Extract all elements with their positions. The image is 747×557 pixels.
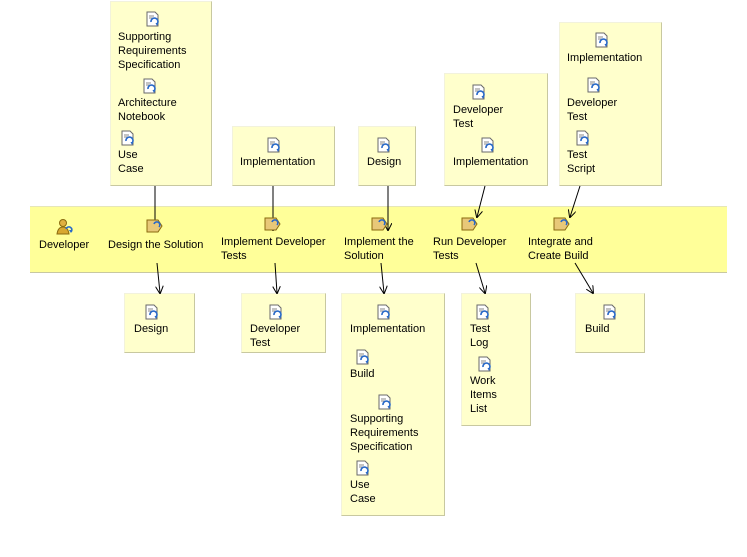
document-refresh-icon bbox=[377, 304, 390, 320]
artifact-label: Developer Test bbox=[453, 104, 504, 130]
document-refresh-icon bbox=[472, 84, 485, 100]
document-refresh-icon bbox=[121, 130, 134, 146]
document-refresh-icon bbox=[481, 137, 494, 153]
artifact-use-case[interactable] bbox=[355, 460, 371, 476]
output-box-implement-the-solution bbox=[341, 293, 445, 516]
artifact-build[interactable] bbox=[602, 304, 618, 320]
input-box-run-developer-tests bbox=[444, 73, 548, 186]
artifact-supporting-requirements-specification[interactable] bbox=[145, 11, 161, 27]
task-integrate-and-create-build[interactable] bbox=[553, 216, 571, 232]
artifact-label: Implementation bbox=[240, 156, 316, 168]
document-refresh-icon bbox=[145, 304, 158, 320]
arrow-output-implement-developer-tests bbox=[275, 262, 277, 293]
document-refresh-icon bbox=[478, 356, 491, 372]
task-implement-the-solution[interactable] bbox=[371, 216, 389, 232]
document-refresh-icon bbox=[267, 137, 280, 153]
artifact-build[interactable] bbox=[355, 349, 371, 365]
artifact-work-items-list[interactable] bbox=[477, 356, 493, 372]
artifact-implementation[interactable] bbox=[480, 137, 496, 153]
document-refresh-icon bbox=[476, 304, 489, 320]
artifact-label: Use Case bbox=[118, 149, 144, 175]
output-box-design-the-solution bbox=[124, 293, 195, 353]
input-box-integrate-and-create-build bbox=[559, 22, 662, 186]
document-refresh-icon bbox=[143, 78, 156, 94]
artifact-label: Build bbox=[585, 323, 610, 335]
task-icon bbox=[461, 217, 478, 231]
task-icon bbox=[264, 217, 281, 231]
artifact-developer-test[interactable] bbox=[471, 84, 487, 100]
artifact-label: Test Script bbox=[567, 149, 596, 175]
task-icon bbox=[146, 219, 163, 233]
arrow-input-integrate-and-create-build bbox=[570, 185, 581, 217]
document-refresh-icon bbox=[587, 77, 600, 93]
document-refresh-icon bbox=[146, 11, 159, 27]
output-box-implement-developer-tests bbox=[241, 293, 326, 353]
task-design-the-solution[interactable] bbox=[146, 218, 164, 234]
task-implement-developer-tests[interactable] bbox=[264, 216, 282, 232]
developer-role-icon bbox=[56, 219, 73, 235]
arrow-output-design-the-solution bbox=[157, 262, 160, 293]
artifact-implementation[interactable] bbox=[594, 32, 610, 48]
document-refresh-icon bbox=[378, 394, 391, 410]
task-label-integrate-and-create-build: Integrate and Create Build bbox=[528, 236, 593, 262]
arrow-output-implement-the-solution bbox=[381, 262, 384, 293]
arrow-input-run-developer-tests bbox=[477, 185, 486, 217]
input-box-implement-developer-tests bbox=[232, 126, 335, 186]
artifact-design[interactable] bbox=[144, 304, 160, 320]
artifact-label: Architecture Notebook bbox=[118, 97, 177, 123]
document-refresh-icon bbox=[377, 137, 390, 153]
developer-role-label: Developer bbox=[39, 239, 90, 251]
document-refresh-icon bbox=[595, 32, 608, 48]
task-run-developer-tests[interactable] bbox=[461, 216, 479, 232]
artifact-label: Work Items List bbox=[470, 375, 497, 415]
artifact-label: Test Log bbox=[470, 323, 491, 349]
document-refresh-icon bbox=[356, 460, 369, 476]
developer-role[interactable] bbox=[56, 218, 74, 236]
document-refresh-icon bbox=[356, 349, 369, 365]
artifact-label: Supporting Requirements Specification bbox=[118, 31, 187, 71]
task-label-run-developer-tests: Run Developer Tests bbox=[433, 236, 507, 262]
document-refresh-icon bbox=[576, 130, 589, 146]
artifact-label: Supporting Requirements Specification bbox=[350, 413, 419, 453]
artifact-label: Implementation bbox=[350, 323, 426, 335]
task-label-implement-the-solution: Implement the Solution bbox=[344, 236, 414, 262]
document-refresh-icon bbox=[603, 304, 616, 320]
task-icon bbox=[553, 217, 570, 231]
input-box-implement-the-solution bbox=[358, 126, 416, 186]
task-label-design-the-solution: Design the Solution bbox=[108, 239, 204, 251]
output-box-integrate-and-create-build bbox=[575, 293, 645, 353]
artifact-implementation[interactable] bbox=[376, 304, 392, 320]
artifact-label: Design bbox=[367, 156, 402, 168]
artifact-use-case[interactable] bbox=[120, 130, 136, 146]
arrow-output-integrate-and-create-build bbox=[574, 262, 593, 293]
artifact-implementation[interactable] bbox=[266, 137, 282, 153]
developer-swimlane bbox=[30, 206, 727, 273]
document-refresh-icon bbox=[269, 304, 282, 320]
artifact-developer-test[interactable] bbox=[586, 77, 602, 93]
artifact-label: Implementation bbox=[567, 52, 643, 64]
arrow-output-run-developer-tests bbox=[475, 262, 485, 293]
artifact-developer-test[interactable] bbox=[268, 304, 284, 320]
artifact-label: Build bbox=[350, 368, 375, 380]
artifact-test-log[interactable] bbox=[475, 304, 491, 320]
artifact-label: Use Case bbox=[350, 479, 376, 505]
artifact-test-script[interactable] bbox=[575, 130, 591, 146]
task-icon bbox=[371, 217, 388, 231]
artifact-label: Implementation bbox=[453, 156, 529, 168]
artifact-label: Design bbox=[134, 323, 169, 335]
artifact-label: Developer Test bbox=[567, 97, 618, 123]
artifact-supporting-requirements-specification[interactable] bbox=[377, 394, 393, 410]
artifact-design[interactable] bbox=[376, 137, 392, 153]
output-box-run-developer-tests bbox=[461, 293, 531, 426]
task-label-implement-developer-tests: Implement Developer Tests bbox=[221, 236, 326, 262]
artifact-architecture-notebook[interactable] bbox=[142, 78, 158, 94]
artifact-label: Developer Test bbox=[250, 323, 301, 349]
input-box-design-the-solution bbox=[110, 1, 212, 186]
